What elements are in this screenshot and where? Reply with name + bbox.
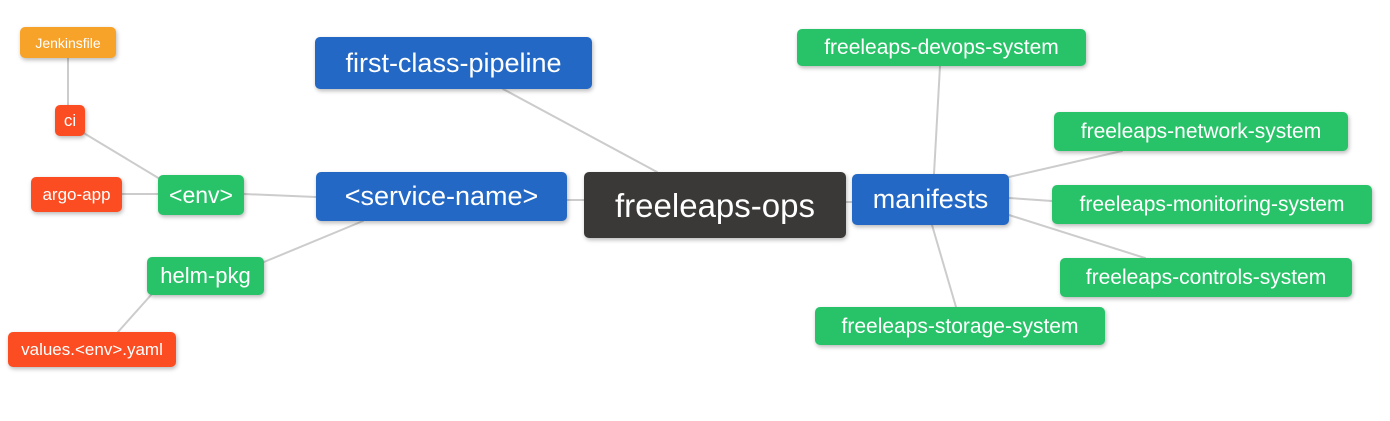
mindmap-node-controls-system[interactable]: freeleaps-controls-system bbox=[1060, 258, 1352, 297]
mindmap-node-ci[interactable]: ci bbox=[55, 105, 85, 136]
mindmap-node-freeleaps-ops[interactable]: freeleaps-ops bbox=[584, 172, 846, 238]
edge-first-class-pipeline-to-freeleaps-ops bbox=[502, 88, 658, 173]
mindmap-node-values-env-yaml[interactable]: values.<env>.yaml bbox=[8, 332, 176, 367]
mindmap-node-service-name[interactable]: <service-name> bbox=[316, 172, 567, 221]
mindmap-node-monitoring-system[interactable]: freeleaps-monitoring-system bbox=[1052, 185, 1372, 224]
mindmap-node-first-class-pipeline[interactable]: first-class-pipeline bbox=[315, 37, 592, 89]
mindmap-node-helm-pkg[interactable]: helm-pkg bbox=[147, 257, 264, 295]
mindmap-node-devops-system[interactable]: freeleaps-devops-system bbox=[797, 29, 1086, 66]
edge-manifests-to-network-system bbox=[1008, 150, 1123, 178]
edge-manifests-to-storage-system bbox=[931, 224, 957, 308]
edge-helm-pkg-to-service-name bbox=[263, 220, 364, 263]
edge-values-env-yaml-to-helm-pkg bbox=[117, 294, 152, 333]
edge-manifests-to-monitoring-system bbox=[1008, 197, 1053, 202]
mindmap-node-argo-app[interactable]: argo-app bbox=[31, 177, 122, 212]
mindmap-node-storage-system[interactable]: freeleaps-storage-system bbox=[815, 307, 1105, 345]
mindmap-node-network-system[interactable]: freeleaps-network-system bbox=[1054, 112, 1348, 151]
mindmap-node-jenkinsfile[interactable]: Jenkinsfile bbox=[20, 27, 116, 58]
mindmap-node-manifests[interactable]: manifests bbox=[852, 174, 1009, 225]
edge-env-to-service-name bbox=[243, 193, 317, 198]
edge-ci-to-env bbox=[81, 131, 161, 180]
edge-manifests-to-devops-system bbox=[933, 65, 941, 175]
mindmap-node-env[interactable]: <env> bbox=[158, 175, 244, 215]
